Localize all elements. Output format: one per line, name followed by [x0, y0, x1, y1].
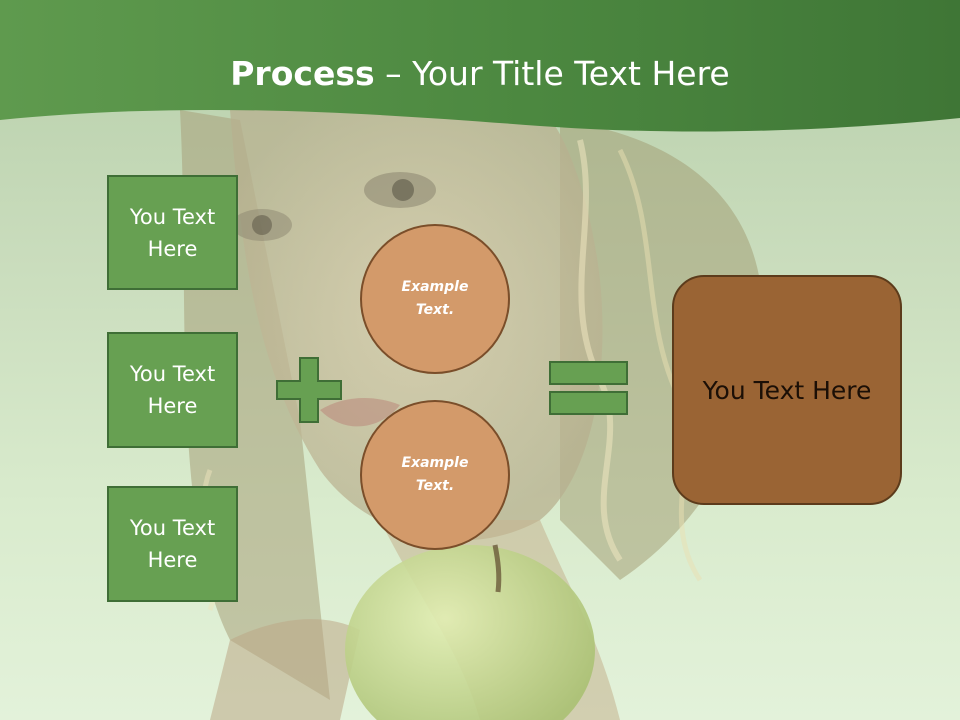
- circle-2[interactable]: Example Text.: [360, 400, 510, 550]
- slide-title: Process – Your Title Text Here: [0, 50, 960, 98]
- circle-2-label: Example Text.: [401, 455, 469, 494]
- equals-icon: [549, 361, 628, 415]
- title-bold: Process: [230, 54, 375, 93]
- circle-1[interactable]: Example Text.: [360, 224, 510, 374]
- left-box-1-label: You Text Here: [129, 204, 216, 261]
- left-box-1[interactable]: You Text Here: [107, 175, 238, 290]
- header-band: [0, 0, 960, 132]
- circle-1-label: Example Text.: [401, 279, 469, 318]
- left-box-3[interactable]: You Text Here: [107, 486, 238, 602]
- plus-icon: [276, 357, 342, 423]
- title-rest: – Your Title Text Here: [374, 54, 730, 93]
- left-box-2-label: You Text Here: [129, 362, 216, 418]
- left-box-3-label: You Text Here: [129, 516, 216, 572]
- result-box-label: You Text Here: [702, 375, 872, 405]
- result-box[interactable]: You Text Here: [672, 275, 902, 505]
- left-box-2[interactable]: You Text Here: [107, 332, 238, 448]
